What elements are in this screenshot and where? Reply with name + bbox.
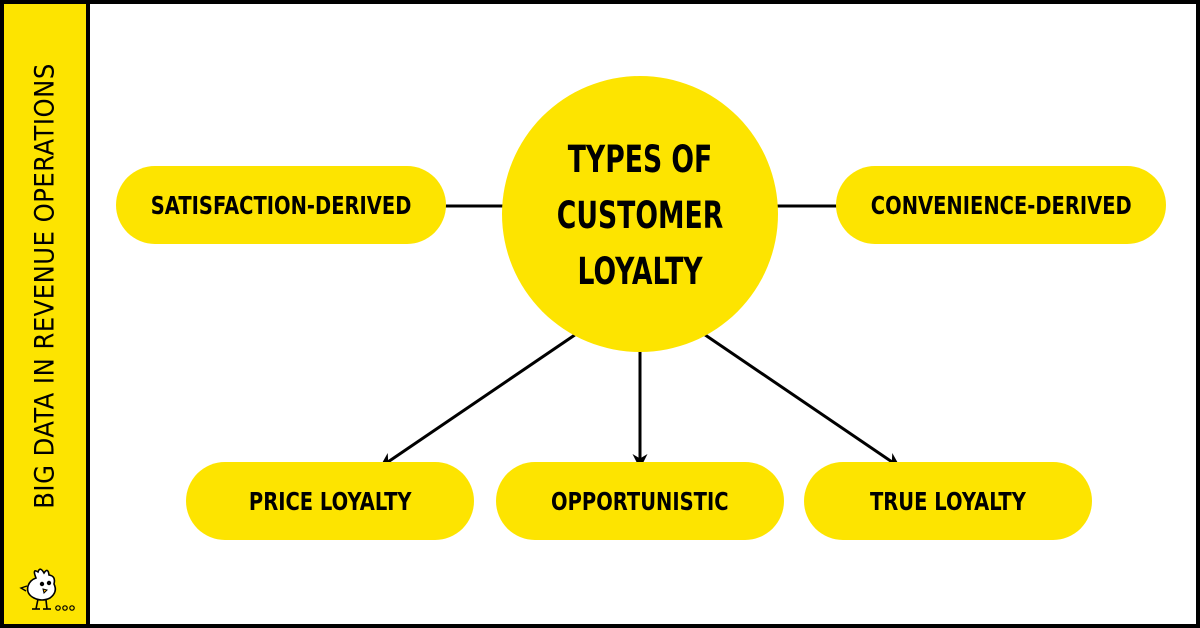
node-true-loyalty-label: TRUE LOYALTY	[870, 486, 1026, 516]
arrow-to-price-loyalty	[379, 324, 589, 468]
node-price-loyalty: PRICE LOYALTY	[186, 462, 474, 540]
bird-mascot-icon	[19, 568, 75, 611]
arrow-to-true-loyalty	[691, 324, 901, 468]
node-opportunistic-label: OPPORTUNISTIC	[551, 486, 729, 516]
loyalty-diagram: TYPES OF CUSTOMER LOYALTY SATISFACTION-D…	[4, 4, 1196, 624]
sidebar: BIG DATA IN REVENUE OPERATIONS	[4, 4, 90, 624]
node-opportunistic: OPPORTUNISTIC	[496, 462, 784, 540]
center-title: TYPES OF CUSTOMER LOYALTY	[556, 138, 724, 293]
node-convenience-label: CONVENIENCE-DERIVED	[870, 190, 1132, 220]
node-price-loyalty-label: PRICE LOYALTY	[248, 486, 412, 516]
node-convenience-derived: CONVENIENCE-DERIVED	[836, 166, 1166, 244]
node-satisfaction-derived: SATISFACTION-DERIVED	[116, 166, 446, 244]
center-circle: TYPES OF CUSTOMER LOYALTY	[502, 76, 778, 352]
node-satisfaction-label: SATISFACTION-DERIVED	[150, 190, 412, 220]
node-true-loyalty: TRUE LOYALTY	[804, 462, 1092, 540]
